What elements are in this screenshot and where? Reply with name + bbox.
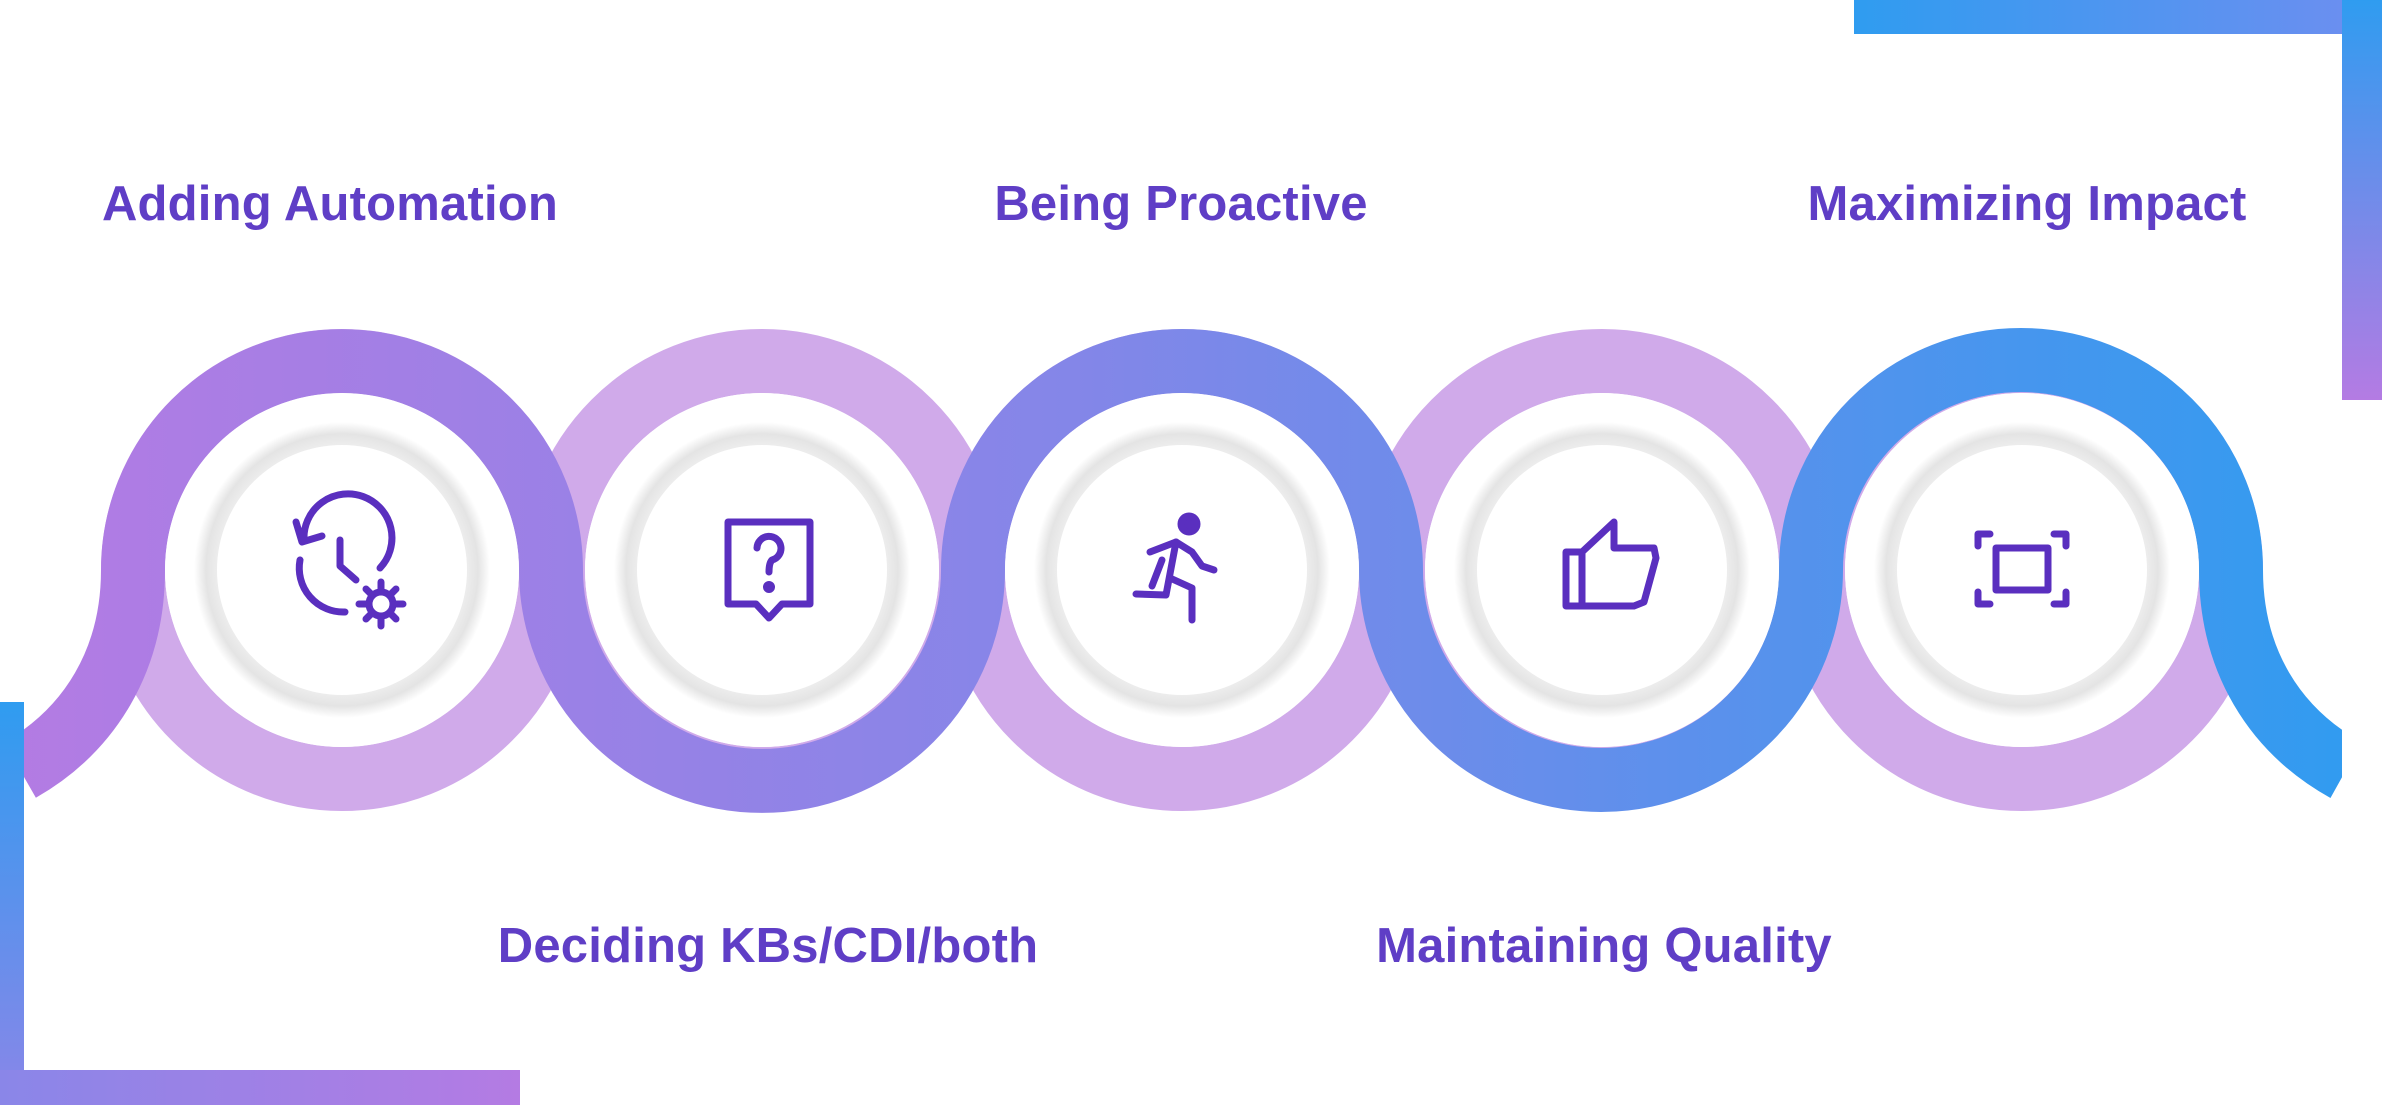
step-label-being-proactive: Being Proactive: [994, 177, 1368, 231]
history-settings-icon: [292, 490, 407, 630]
corner-accent-top-right: [1854, 0, 2382, 400]
thumbs-up-icon: [1562, 518, 1660, 610]
fullscreen-frame-icon: [1974, 530, 2070, 608]
step-label-deciding-kbs: Deciding KBs/CDI/both: [497, 919, 1039, 973]
step-label-maintaining-quality: Maintaining Quality: [1376, 919, 1832, 973]
step-label-adding-automation: Adding Automation: [101, 177, 559, 231]
wave-ribbon: [24, 328, 2342, 813]
running-person-icon: [1132, 512, 1218, 624]
corner-accent-bottom-left: [0, 702, 520, 1105]
question-message-icon: [724, 518, 814, 622]
step-label-maximizing-impact: Maximizing Impact: [1807, 177, 2247, 231]
